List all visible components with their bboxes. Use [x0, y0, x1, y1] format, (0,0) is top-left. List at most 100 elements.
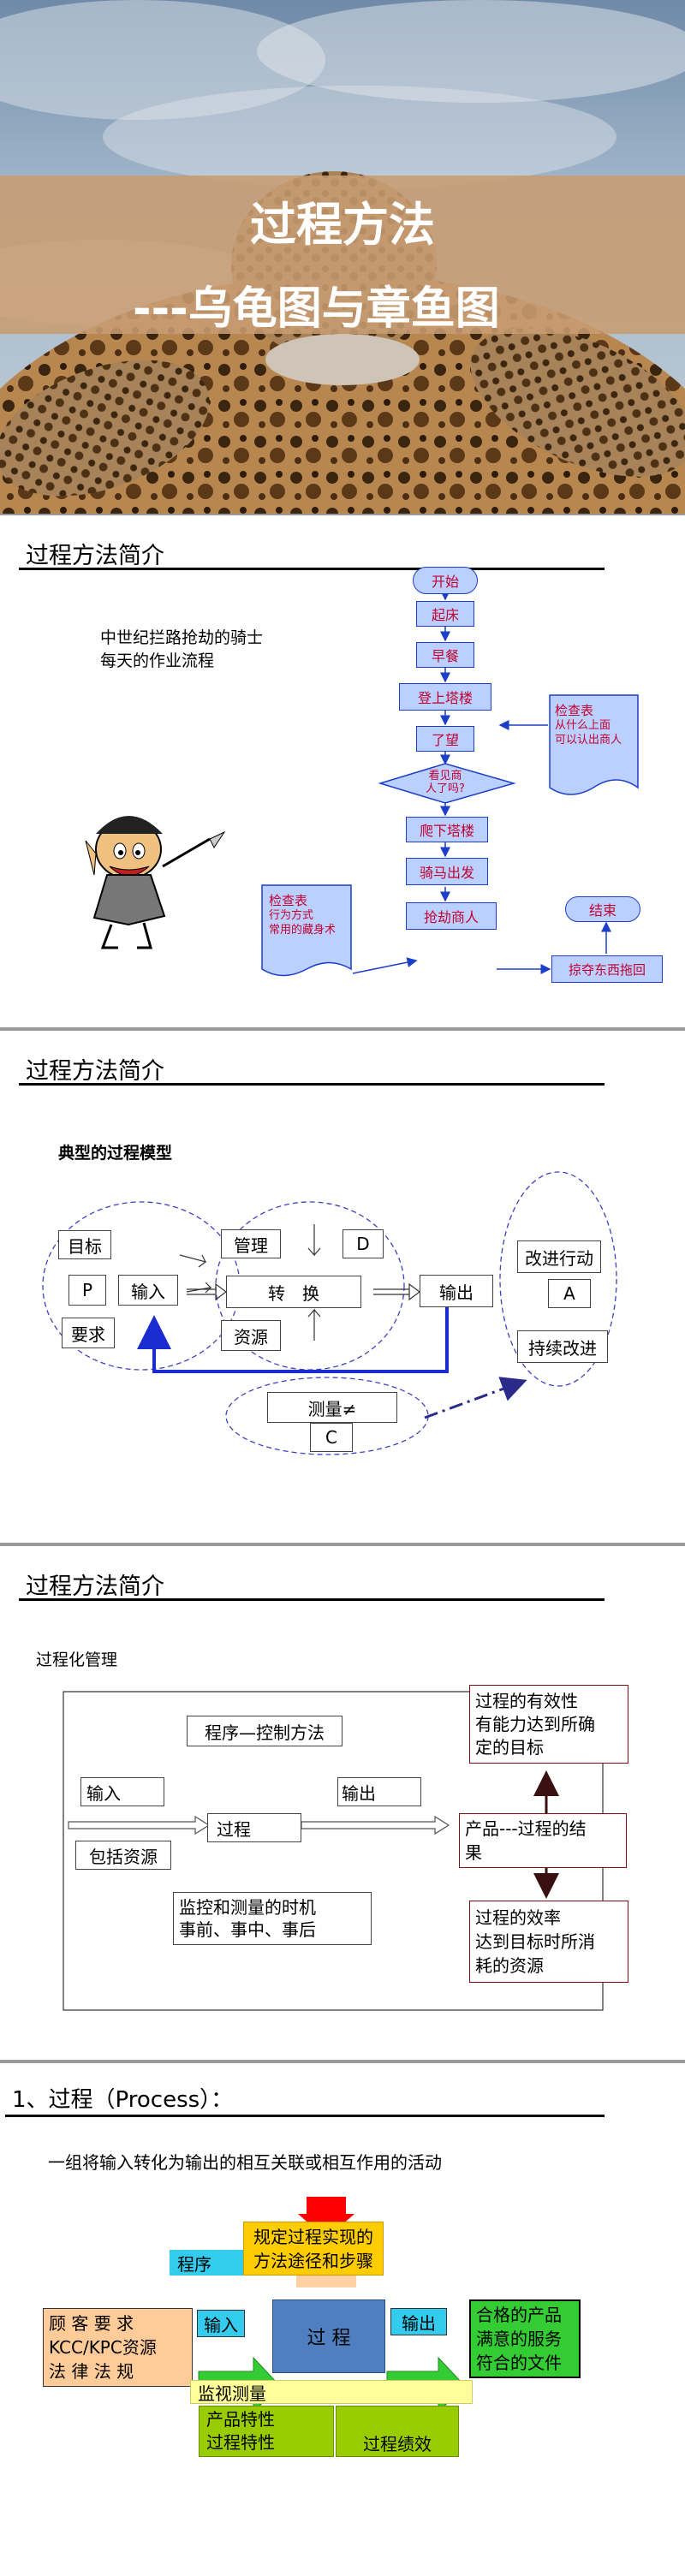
do-d-box: D: [342, 1229, 384, 1258]
pdca-diagram: [42, 1171, 617, 1455]
output-box: 输出: [420, 1275, 493, 1307]
flow-step: 起床: [416, 601, 474, 627]
flow-step: 早餐: [416, 642, 474, 668]
output-tag: 输出: [390, 2308, 447, 2335]
output-box: 输出: [337, 1777, 421, 1806]
title-underline: [19, 1598, 605, 1601]
slide-process-model: 过程方法简介 典型的过程模型 目标 P 输入: [0, 1031, 685, 1543]
monitor-line: 事前、事中、事后: [179, 1919, 316, 1940]
improve-action-box: 改进行动: [517, 1240, 601, 1273]
process-box: 过 程: [272, 2299, 385, 2373]
slide-title: 过程方法简介: [26, 543, 164, 569]
flow-step: 掠夺东西拖回: [551, 955, 663, 983]
effectiveness-line: 有能力达到所确: [475, 1713, 595, 1734]
slide-title: 1、过程（Process）：: [12, 2087, 234, 2113]
monitor-line: 监控和测量的时机: [179, 1897, 316, 1918]
characteristics-line: 过程特性: [206, 2432, 275, 2453]
decision-diamond: [378, 763, 516, 804]
product-line: 产品---过程的结: [465, 1818, 587, 1839]
flow-step: 了望: [416, 726, 474, 752]
decision-line: 看见商: [428, 770, 462, 782]
document-line: 检查表: [269, 893, 308, 908]
characteristics-line: 产品特性: [206, 2409, 275, 2430]
efficiency-line: 耗的资源: [475, 1955, 544, 1976]
document-label: 检查表 从什么上面 可以认出商人: [555, 704, 622, 747]
flow-end: 结束: [565, 896, 640, 922]
cover-subtitle: ---乌龟图与章鱼图: [133, 283, 500, 335]
title-underline: [19, 568, 605, 570]
product-line: 果: [465, 1842, 482, 1863]
cover-title: 过程方法: [250, 198, 435, 252]
flow-step: 抢劫商人: [406, 902, 497, 930]
caption: 中世纪拦路抢劫的骑士 每天的作业流程: [100, 627, 263, 673]
document-line: 常用的藏身术: [269, 924, 337, 937]
target-box: 目标: [58, 1230, 111, 1259]
turtle-photo: [0, 0, 685, 514]
slide-process-management: 过程方法简介 过程化管理 程序—控制方法 输入 包括资源 过程 输出 监控和测量…: [0, 1546, 685, 2060]
document-line: 从什么上面: [555, 719, 611, 732]
method-line: 规定过程实现的: [253, 2226, 373, 2247]
procedure-box: 程序—控制方法: [187, 1716, 342, 1746]
slide-title: 过程方法简介: [26, 1058, 164, 1085]
requirement-box: 要求: [62, 1318, 115, 1348]
continuous-improve-box: 持续改进: [517, 1330, 608, 1363]
document-shape: [549, 694, 639, 795]
method-line: 方法途径和步骤: [253, 2250, 373, 2271]
transform-box: 转 换: [226, 1276, 361, 1308]
input-box: 输入: [118, 1275, 178, 1306]
result-line: 满意的服务: [476, 2329, 562, 2349]
customer-line: KCC/KPC资源: [49, 2337, 157, 2358]
method-box: 规定过程实现的 方法途径和步骤: [243, 2222, 384, 2276]
plan-p-box: P: [68, 1275, 106, 1306]
monitor-box: 监控和测量的时机 事前、事中、事后: [173, 1892, 372, 1945]
knight-illustration: [85, 816, 226, 949]
measure-box: 测量≠: [267, 1392, 397, 1423]
flow-step: 骑马出发: [406, 858, 488, 885]
act-a-box: A: [548, 1279, 591, 1308]
effectiveness-line: 过程的有效性: [475, 1690, 578, 1711]
down-arrow: [298, 2197, 354, 2239]
slide-knight-flow: 过程方法简介 中世纪拦路抢劫的骑士 每天的作业流程: [0, 515, 685, 1027]
efficiency-line: 过程的效率: [475, 1907, 561, 1928]
efficiency-line: 达到目标时所消: [475, 1931, 595, 1952]
customer-line: 法 律 法 规: [49, 2361, 134, 2382]
act-ellipse: [499, 1171, 617, 1387]
slide-process-definition: 1、过程（Process）： 一组将输入转化为输出的相互关联或相互作用的活动 程…: [0, 2063, 685, 2576]
input-box: 输入: [80, 1777, 164, 1806]
input-tag: 输入: [197, 2310, 245, 2337]
flow-step: 爬下塔楼: [406, 817, 488, 842]
flowchart: [85, 586, 639, 977]
efficiency-box: 过程的效率 达到目标时所消 耗的资源: [469, 1901, 628, 1983]
decision-line: 人了吗?: [426, 782, 465, 795]
management-box: 管理: [221, 1229, 281, 1258]
process-box: 过程: [207, 1813, 301, 1842]
customer-requirements-box: 顾 客 要 求 KCC/KPC资源 法 律 法 规: [43, 2308, 193, 2387]
effectiveness-line: 定的目标: [475, 1736, 544, 1758]
monitor-bar: 监视测量: [190, 2380, 473, 2404]
flow-start: 开始: [413, 567, 478, 594]
performance-box: 过程绩效: [336, 2406, 459, 2457]
definition-text: 一组将输入转化为输出的相互关联或相互作用的活动: [48, 2152, 442, 2173]
procedure-tag: 程序: [170, 2250, 243, 2276]
effectiveness-box: 过程的有效性 有能力达到所确 定的目标: [469, 1685, 628, 1764]
check-c-box: C: [310, 1423, 353, 1452]
product-box: 产品---过程的结 果: [459, 1813, 627, 1868]
result-line: 符合的文件: [476, 2353, 562, 2373]
document-line: 检查表: [555, 703, 594, 718]
title-underline: [19, 1083, 605, 1086]
flow-step: 登上塔楼: [399, 683, 491, 711]
characteristics-box: 产品特性 过程特性: [199, 2406, 334, 2457]
customer-line: 顾 客 要 求: [49, 2313, 134, 2334]
caption-line: 每天的作业流程: [100, 651, 215, 670]
model-subtitle: 典型的过程模型: [58, 1144, 173, 1163]
model-subtitle: 过程化管理: [36, 1651, 118, 1669]
document-line: 可以认出商人: [555, 734, 622, 747]
title-underline: [5, 2115, 605, 2117]
resource-box: 资源: [221, 1320, 281, 1351]
document-line: 行为方式: [269, 909, 314, 922]
decision-label: 看见商 人了吗?: [406, 770, 485, 795]
document-label: 检查表 行为方式 常用的藏身术: [269, 894, 336, 937]
document-shape: [261, 884, 352, 977]
result-box: 合格的产品 满意的服务 符合的文件: [469, 2299, 581, 2378]
cover-slide: 过程方法 ---乌龟图与章鱼图: [0, 0, 685, 514]
